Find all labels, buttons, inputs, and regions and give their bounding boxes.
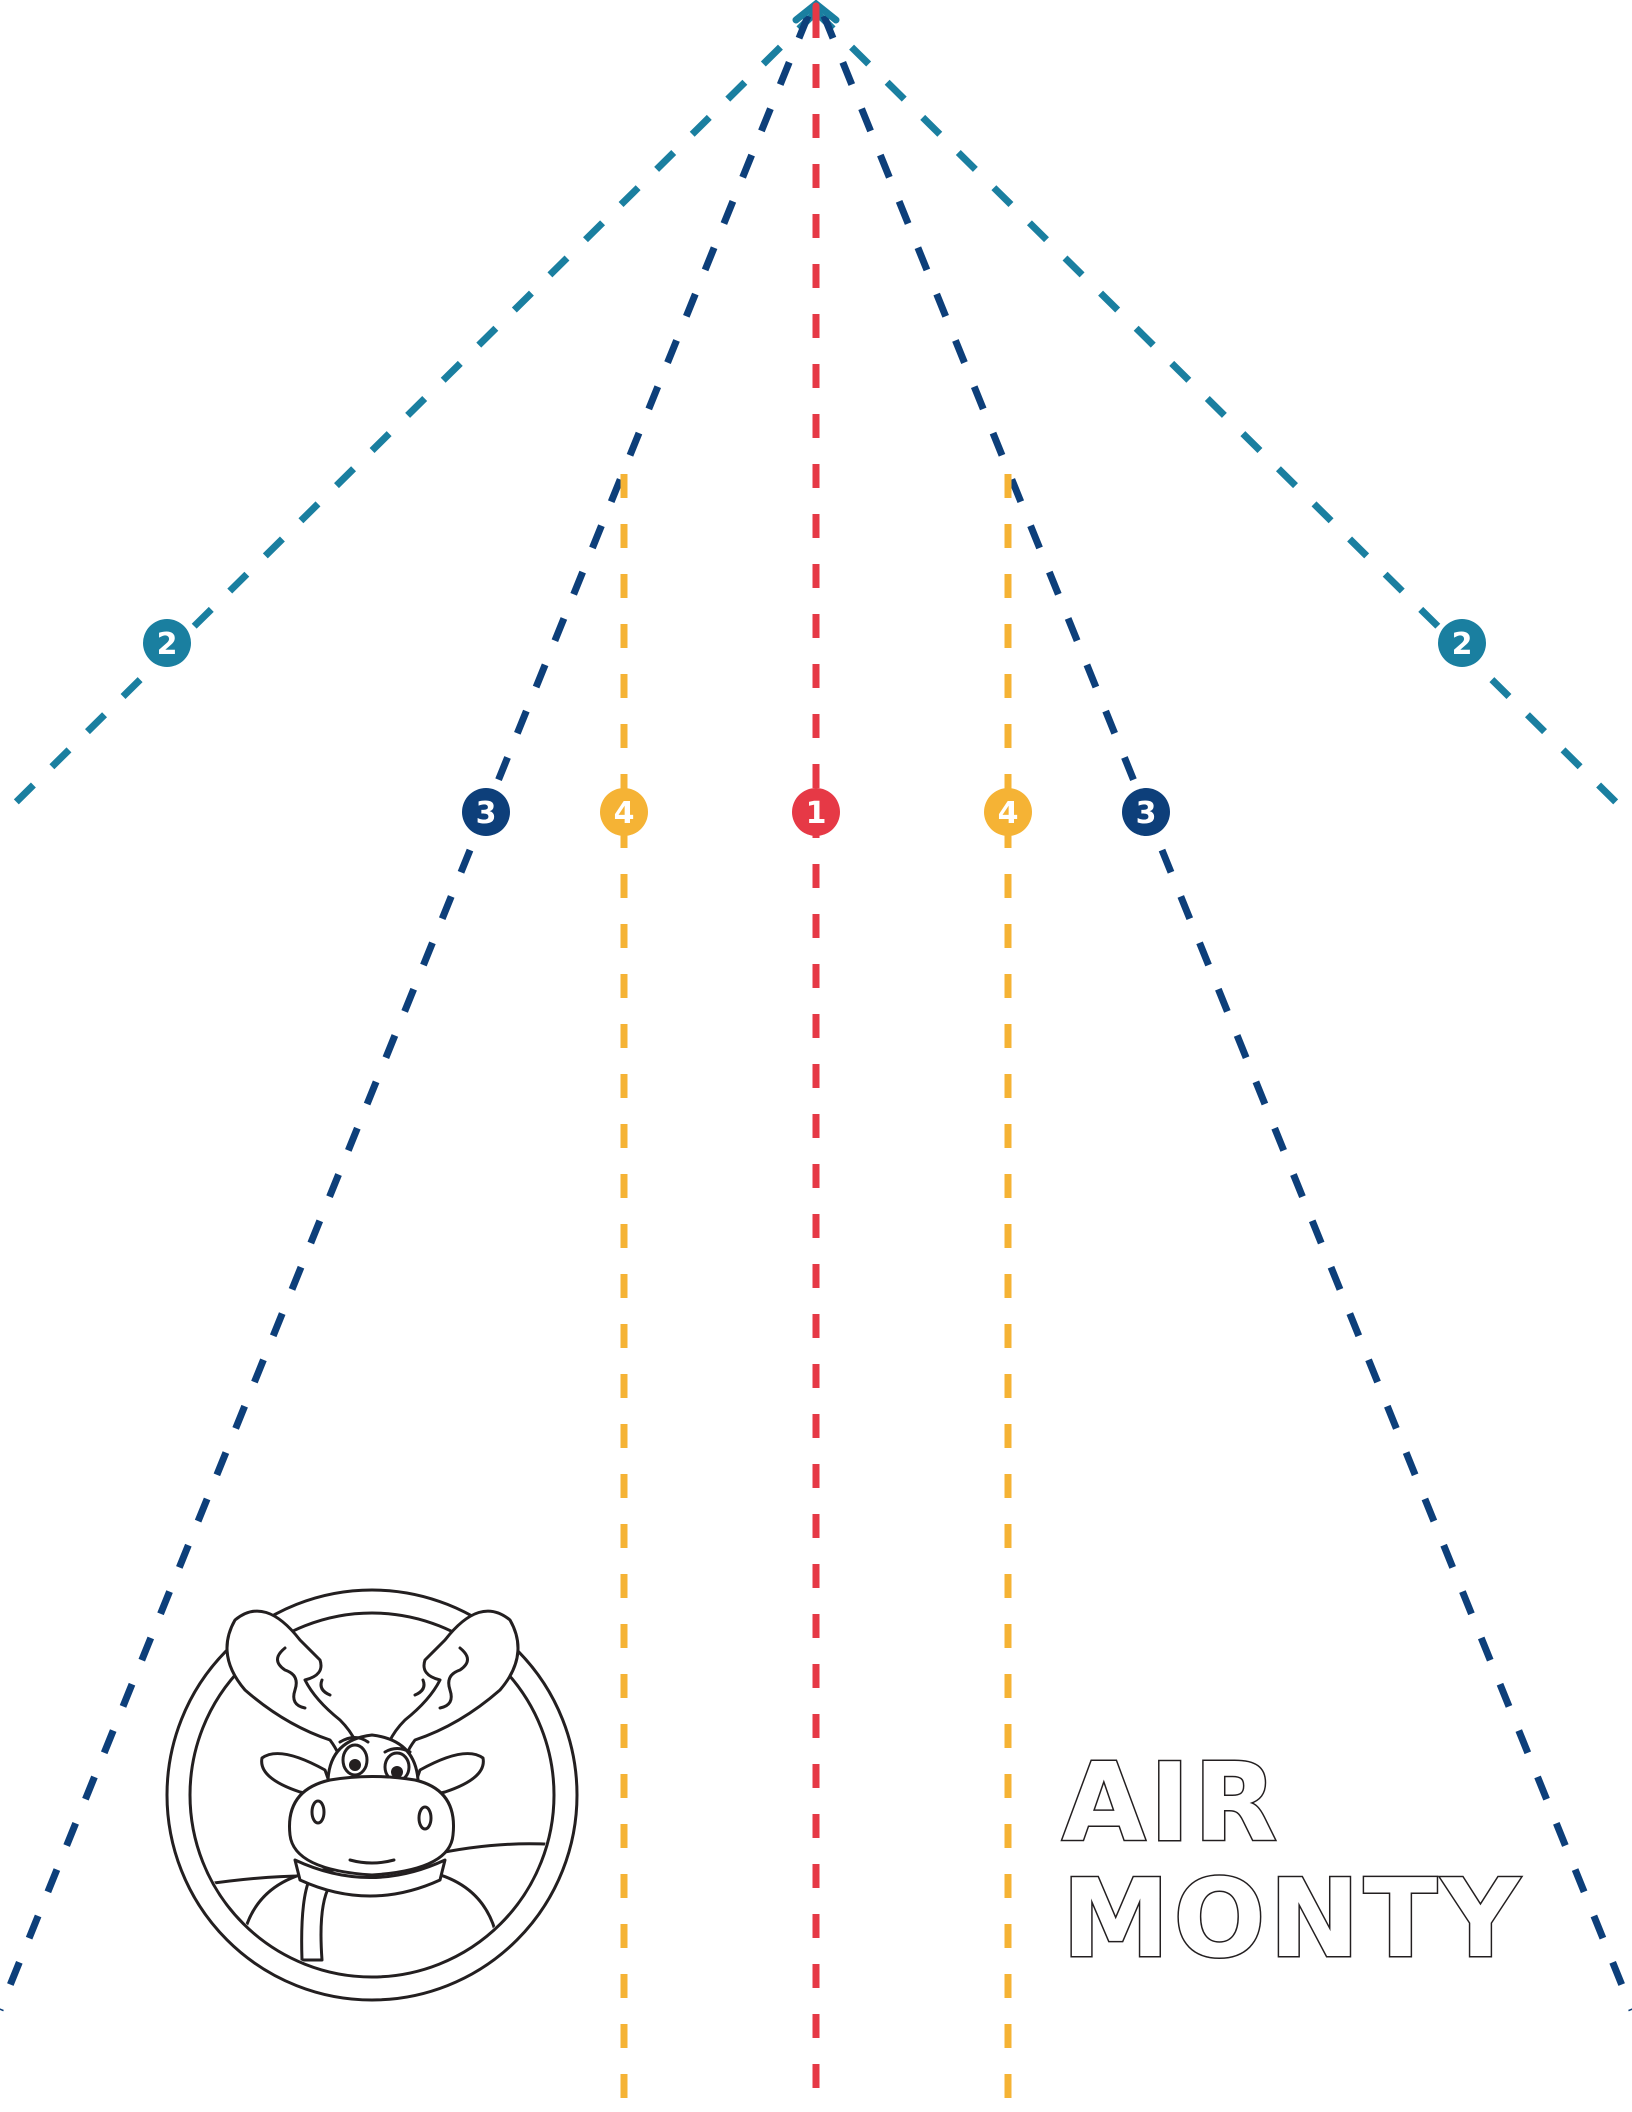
title-line-1: AIR [1062,1741,1281,1866]
fold-line-3-right [824,16,1632,2010]
step-badge-3-right: 3 [1122,788,1170,836]
step-badge-2-right: 2 [1438,619,1486,667]
step-badge-3-left: 3 [462,788,510,836]
svg-text:3: 3 [1136,796,1157,831]
fold-line-2-left [0,12,816,818]
svg-text:4: 4 [998,796,1019,831]
svg-text:4: 4 [614,796,635,831]
step-badge-2-left: 2 [143,619,191,667]
step-badge-4-right: 4 [984,788,1032,836]
fold-line-2-right [816,12,1632,818]
step-badge-4-left: 4 [600,788,648,836]
svg-text:2: 2 [1452,627,1473,662]
step-badge-1: 1 [792,788,840,836]
title: AIR MONTY [1062,1741,1524,1982]
svg-text:2: 2 [157,627,178,662]
title-line-2: MONTY [1062,1857,1524,1982]
moose-icon [167,1590,577,2000]
svg-text:3: 3 [476,796,497,831]
svg-text:1: 1 [806,796,827,831]
